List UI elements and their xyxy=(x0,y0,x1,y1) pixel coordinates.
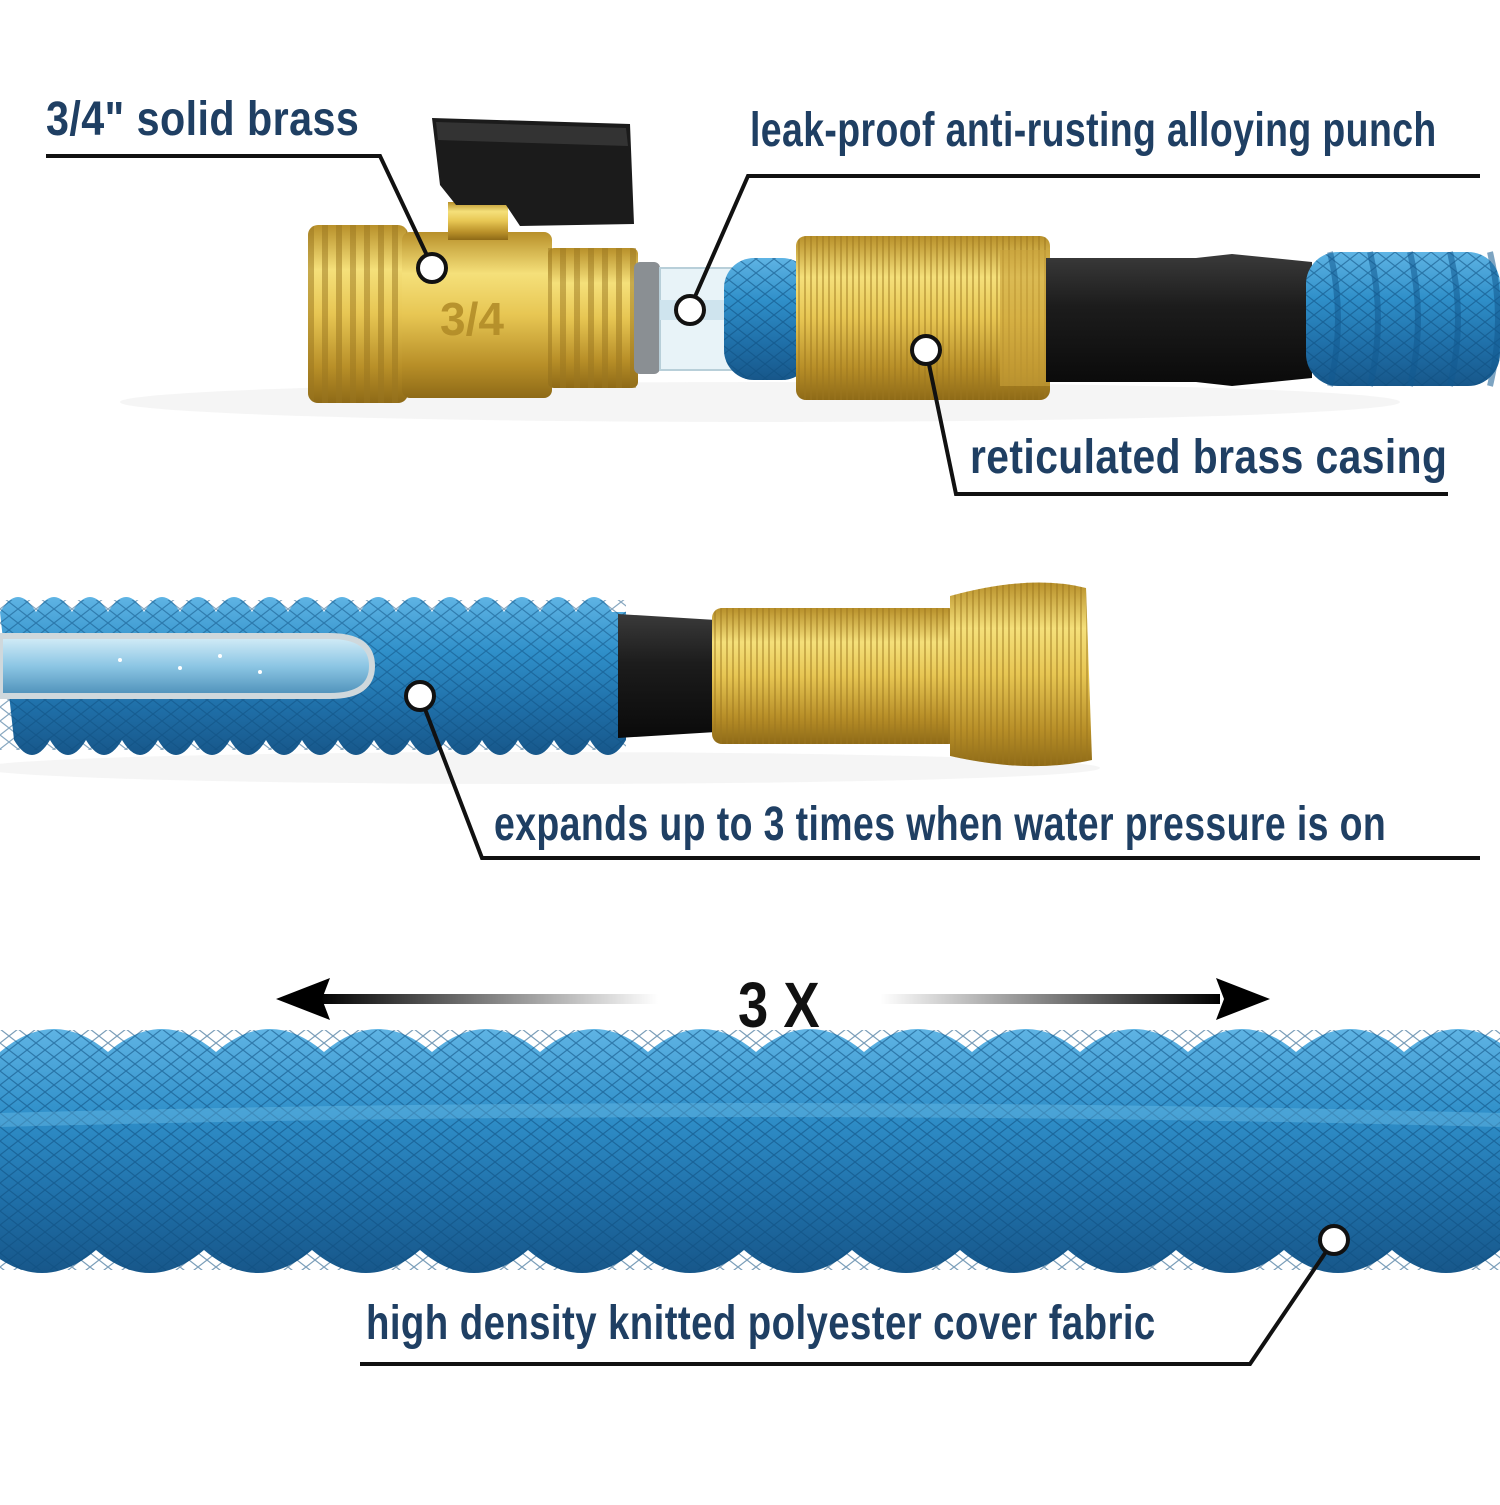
leader-punch xyxy=(688,174,1480,309)
callout-brass: 3/4" solid brass xyxy=(46,93,360,146)
washer xyxy=(634,262,660,374)
leader-expands xyxy=(418,695,1480,860)
expansion-multiplier: 3 X xyxy=(738,969,820,1041)
dot-casing xyxy=(910,334,942,366)
valve-marking: 3/4 xyxy=(440,293,504,345)
dot-brass xyxy=(416,252,448,284)
leader-casing xyxy=(924,349,1448,496)
expansion-arrow xyxy=(276,978,1270,1020)
inner-tube-cutaway xyxy=(0,633,376,699)
coiled-hose-top xyxy=(1306,251,1500,387)
arrow-right-head xyxy=(1216,978,1270,1020)
dot-fabric xyxy=(1318,1224,1350,1256)
callout-expands: expands up to 3 times when water pressur… xyxy=(494,798,1387,851)
callout-fabric: high density knitted polyester cover fab… xyxy=(366,1297,1156,1350)
knitted-hose-closeup xyxy=(0,1029,1500,1273)
callout-punch: leak-proof anti-rusting alloying punch xyxy=(750,104,1437,157)
callout-leaders xyxy=(46,154,1480,1366)
dot-expands xyxy=(404,680,436,712)
expanded-hose-section xyxy=(0,582,1100,784)
arrow-left-head xyxy=(276,978,330,1020)
leader-brass xyxy=(46,154,434,267)
rubber-sleeve xyxy=(1046,254,1312,386)
leader-fabric xyxy=(360,1238,1336,1366)
callout-casing: reticulated brass casing xyxy=(970,431,1448,484)
rubber-collar xyxy=(618,614,716,738)
dot-punch xyxy=(674,294,706,326)
callout-dots xyxy=(404,252,1350,1256)
valve-handle xyxy=(432,118,634,226)
valve-assembly: 3/4 xyxy=(120,118,1500,422)
